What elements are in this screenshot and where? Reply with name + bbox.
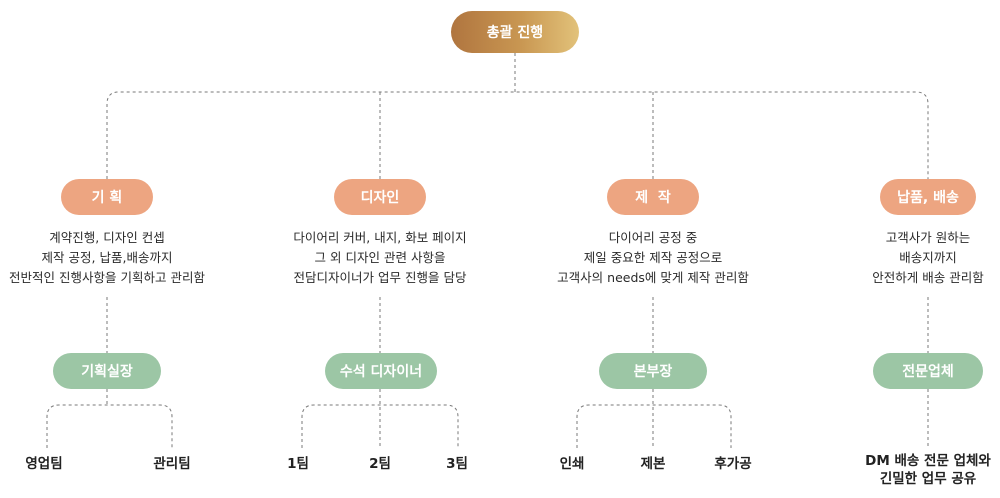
description-line: 전반적인 진행사항을 기획하고 관리함 [9, 270, 205, 285]
category-production: 제 작 [607, 179, 699, 215]
delivery-partner-note: DM 배송 전문 업체와 긴밀한 업무 공유 [865, 452, 991, 488]
team-1: 1팀 [287, 456, 309, 472]
category-label: 제 작 [635, 190, 671, 206]
category-label: 디자인 [360, 190, 400, 206]
category-planning: 기 획 [61, 179, 153, 215]
team-binding: 제본 [640, 456, 666, 472]
description-delivery: 고객사가 원하는 배송지까지 안전하게 배송 관리함 [803, 228, 1000, 288]
delivery-note-line: 긴밀한 업무 공유 [879, 471, 977, 487]
team-sales: 영업팀 [25, 456, 63, 472]
team-3: 3팀 [446, 456, 468, 472]
role-specialist-company: 전문업체 [873, 353, 983, 389]
description-production: 다이어리 공정 중 제일 중요한 제작 공정으로 고객사의 needs에 맞게 … [528, 228, 778, 288]
description-line: 다이어리 커버, 내지, 화보 페이지 [293, 230, 467, 245]
role-planning-director: 기획실장 [53, 353, 161, 389]
description-line: 그 외 디자인 관련 사항을 [314, 250, 446, 265]
category-design: 디자인 [334, 179, 426, 215]
team-management: 관리팀 [153, 456, 191, 472]
role-chief-designer: 수석 디자이너 [325, 353, 437, 389]
team-2: 2팀 [369, 456, 391, 472]
category-label: 납품, 배송 [897, 190, 959, 206]
description-line: 고객사의 needs에 맞게 제작 관리함 [557, 270, 749, 285]
description-line: 전담디자이너가 업무 진행을 담당 [293, 270, 467, 285]
description-line: 배송지까지 [899, 250, 957, 265]
role-label: 수석 디자이너 [339, 364, 423, 380]
delivery-note-line: DM 배송 전문 업체와 [865, 453, 991, 469]
role-label: 전문업체 [902, 364, 954, 380]
category-label: 기 획 [91, 190, 123, 206]
category-delivery: 납품, 배송 [880, 179, 976, 215]
team-finishing: 후가공 [714, 456, 752, 472]
role-head-manager: 본부장 [599, 353, 707, 389]
description-planning: 계약진행, 디자인 컨셉 제작 공정, 납품,배송까지 전반적인 진행사항을 기… [0, 228, 232, 288]
description-line: 제작 공정, 납품,배송까지 [41, 250, 173, 265]
description-line: 고객사가 원하는 [885, 230, 971, 245]
role-label: 기획실장 [81, 364, 133, 380]
root-label: 총괄 진행 [486, 25, 544, 41]
root-node: 총괄 진행 [451, 11, 579, 53]
description-line: 계약진행, 디자인 컨셉 [49, 230, 165, 245]
description-line: 다이어리 공정 중 [608, 230, 698, 245]
description-line: 제일 중요한 제작 공정으로 [583, 250, 723, 265]
description-line: 안전하게 배송 관리함 [872, 270, 984, 285]
team-printing: 인쇄 [559, 456, 585, 472]
description-design: 다이어리 커버, 내지, 화보 페이지 그 외 디자인 관련 사항을 전담디자이… [255, 228, 505, 288]
role-label: 본부장 [633, 364, 673, 380]
